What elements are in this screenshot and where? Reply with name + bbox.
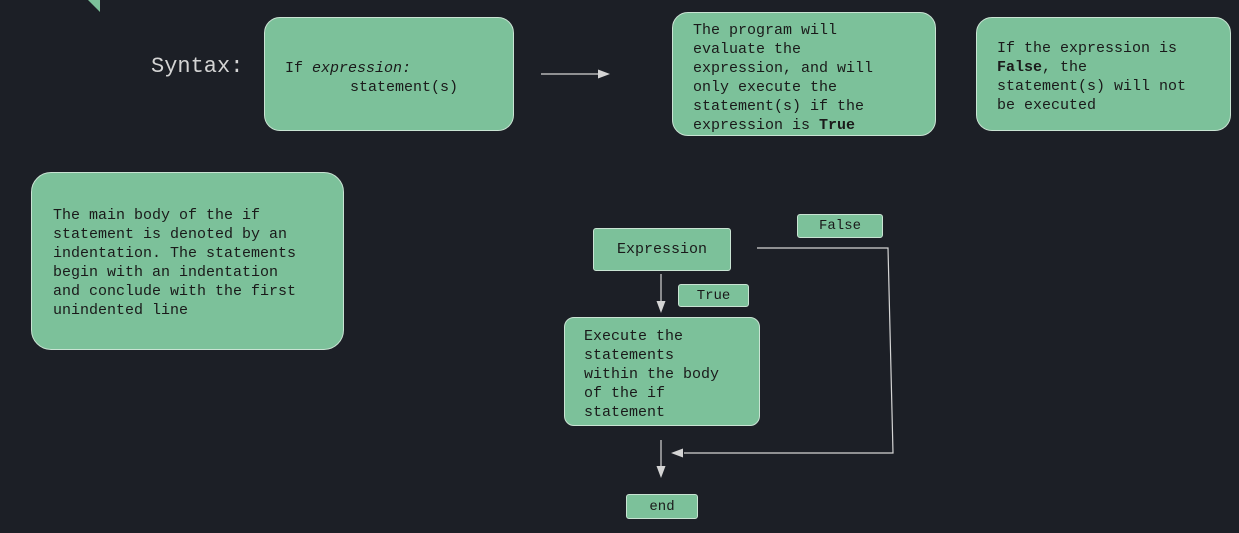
syntax-statement: statement(s) — [350, 79, 459, 96]
execute-text: Execute the statements within the body o… — [584, 328, 720, 421]
false-note-box: If the expression is False, the statemen… — [976, 17, 1231, 131]
true-note-bold: True — [819, 117, 856, 134]
true-label: True — [678, 284, 749, 307]
expression-node: Expression — [593, 228, 731, 271]
body-note-text: The main body of the if statement is den… — [53, 207, 297, 319]
true-arrowhead — [656, 301, 666, 313]
true-note-text: The program will evaluate the expression… — [693, 22, 874, 134]
false-label: False — [797, 214, 883, 238]
syntax-expression: expression: — [312, 60, 412, 77]
false-path — [684, 247, 894, 454]
body-note-box: The main body of the if statement is den… — [31, 172, 344, 350]
end-node: end — [626, 494, 698, 519]
syntax-label: Syntax: — [151, 54, 244, 79]
false-arrowhead — [671, 448, 683, 458]
end-arrowhead — [656, 466, 666, 478]
syntax-box: If expression: statement(s) — [264, 17, 514, 131]
true-note-box: The program will evaluate the expression… — [672, 12, 936, 136]
syntax-arrowhead — [598, 69, 610, 79]
syntax-keyword: If — [285, 60, 304, 77]
execute-node: Execute the statements within the body o… — [564, 317, 760, 426]
false-note-suffix: , the statement(s) will not be executed — [997, 59, 1187, 114]
false-note-bold: False — [997, 59, 1043, 76]
false-note-prefix: If the expression is — [997, 40, 1178, 57]
